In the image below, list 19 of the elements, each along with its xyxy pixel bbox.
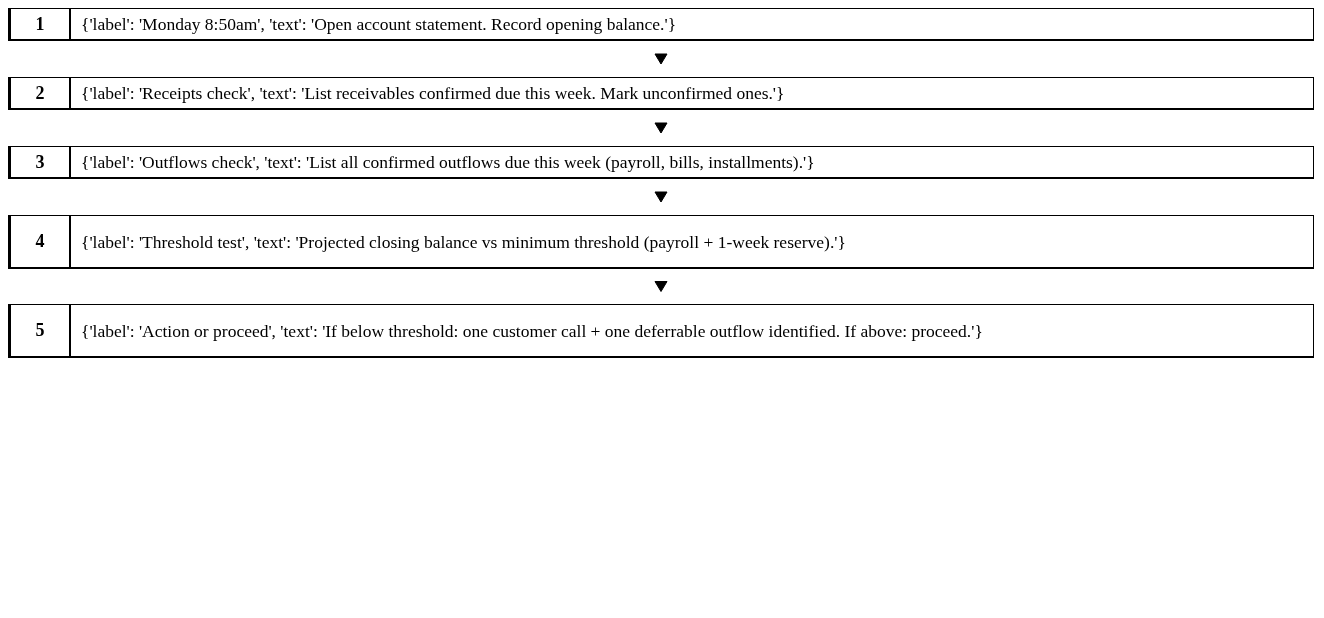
step-number: 2 [35,82,45,104]
step-number: 5 [35,320,45,341]
step-number: 4 [35,231,45,252]
step-box [8,146,1314,179]
step-description: {'label': 'Action or proceed', 'text': 'If below threshold: one customer call + one deferrable outflow identified. If above: proceed.'} [80,319,984,343]
arrow [654,122,668,134]
step-box [8,304,1314,358]
arrow [654,191,668,203]
step-number: 3 [35,151,45,173]
arrow [654,281,668,292]
step-box [8,8,1314,41]
step-description: {'label': 'Outflows check', 'text': 'List all confirmed outflows due this week (payroll, bills, installments).'} [80,151,816,174]
step-number: 1 [35,13,45,35]
arrow [654,53,668,65]
step-description: {'label': 'Monday 8:50am', 'text': 'Open account statement. Record opening balance.'} [80,13,678,36]
step-box [8,77,1314,110]
step-description: {'label': 'Receipts check', 'text': 'List receivables confirmed due this week. Mark unconfirmed ones.'} [80,82,786,105]
step-description: {'label': 'Threshold test', 'text': 'Projected closing balance vs minimum threshold (payroll + 1-week reserve).'} [80,230,847,254]
step-box [8,215,1314,269]
